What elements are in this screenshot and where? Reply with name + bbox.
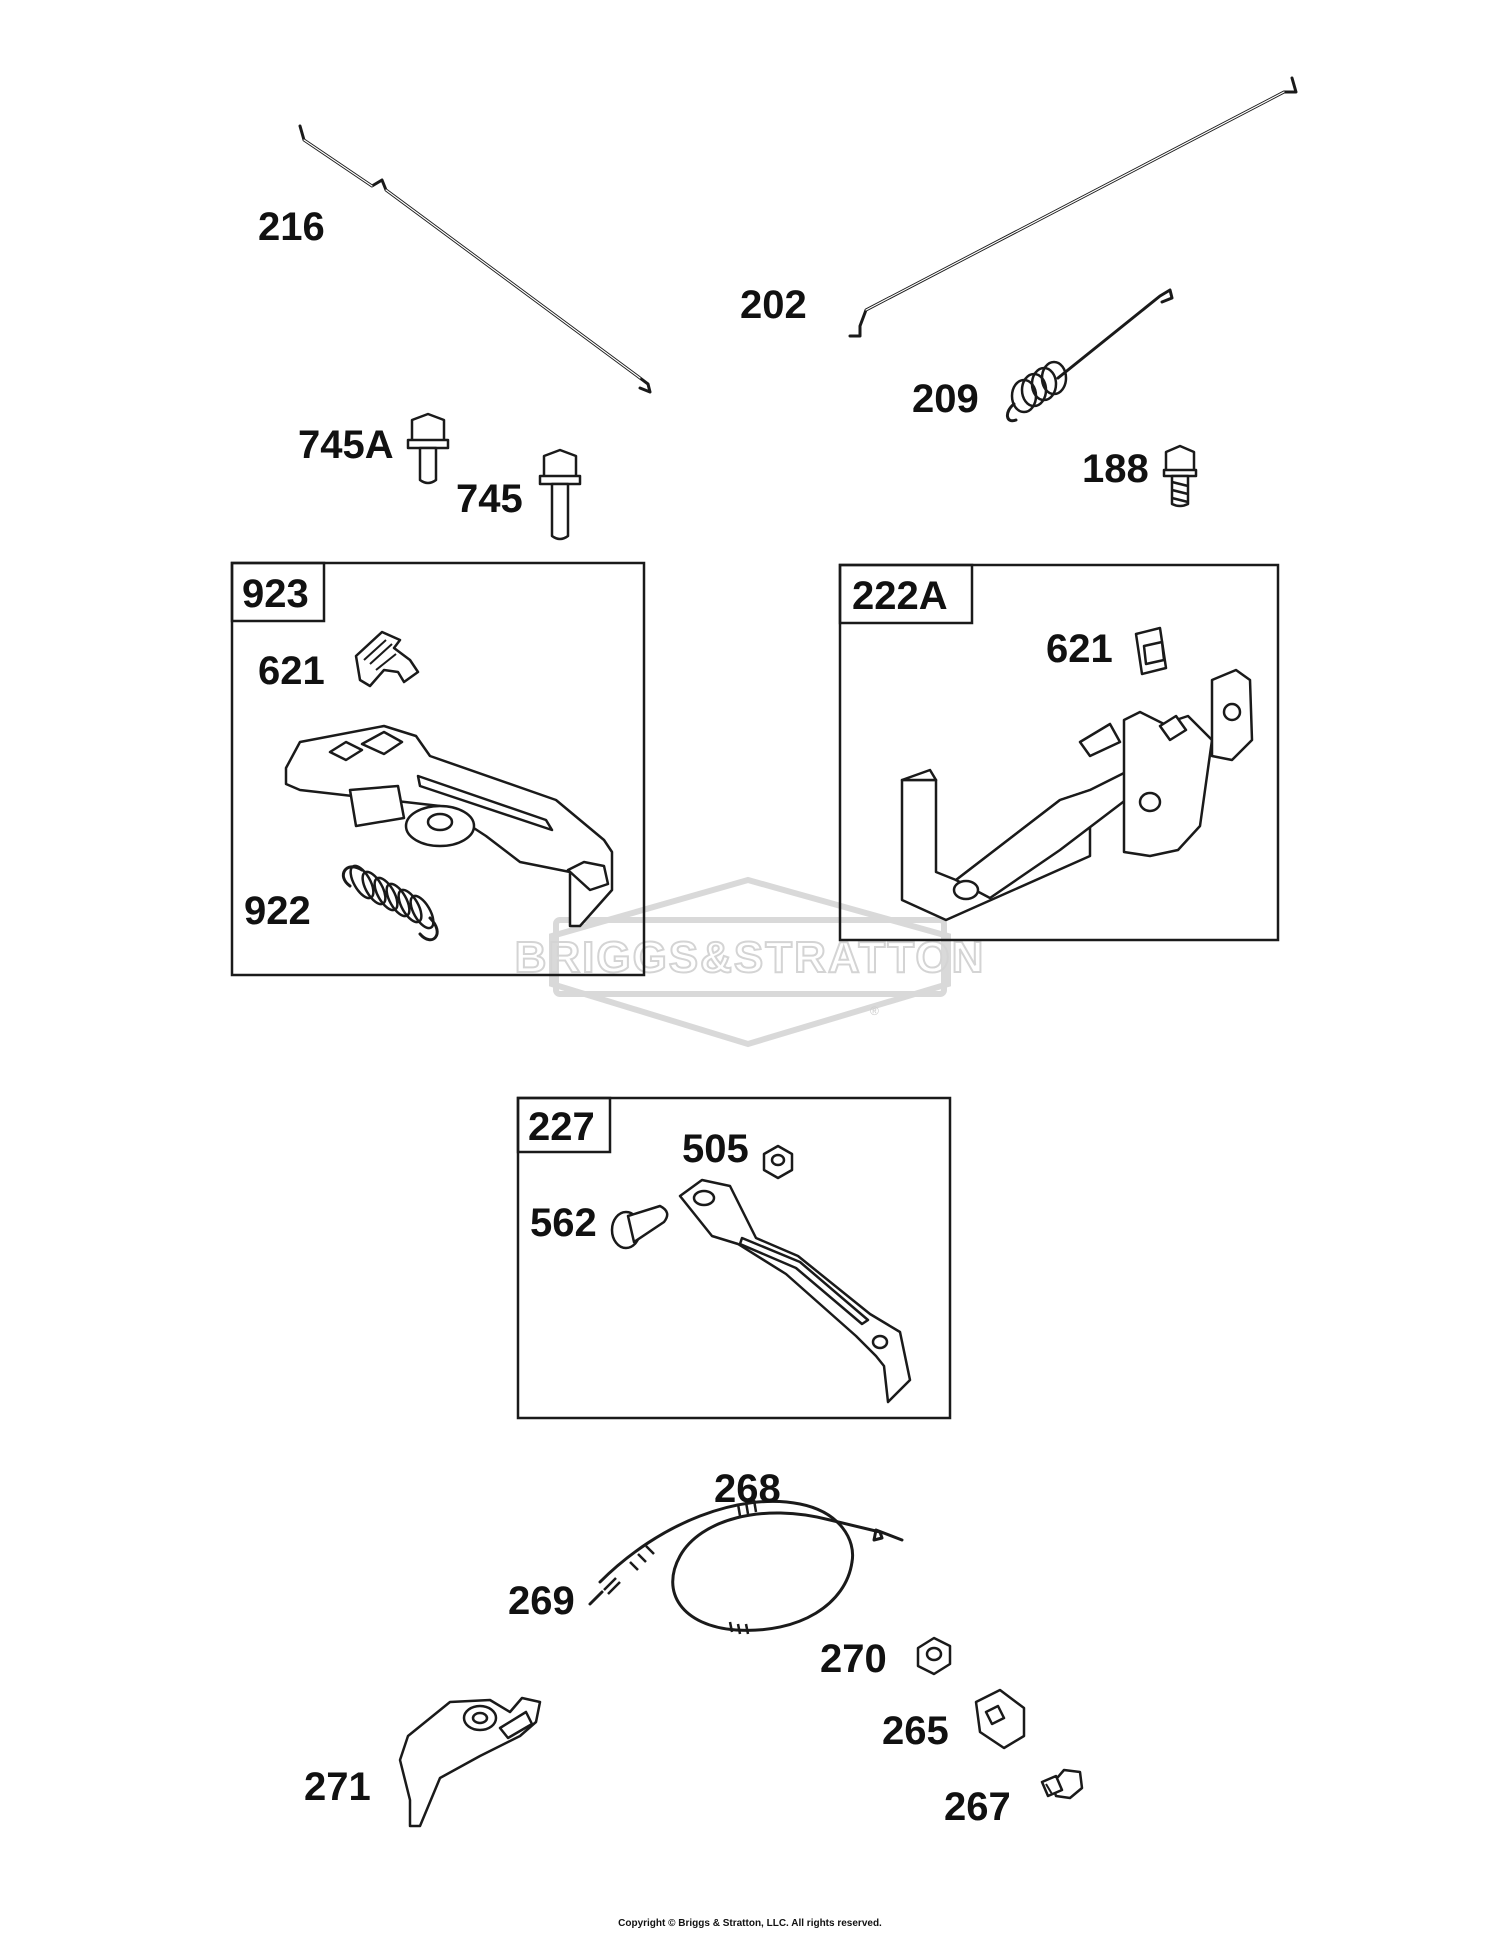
part-269-cable-end[interactable] (588, 1577, 621, 1606)
kit-label-227: 227 (528, 1105, 595, 1149)
kit-label-923: 923 (242, 572, 309, 616)
part-621-cable-clip[interactable] (354, 630, 420, 688)
copyright-notice: Copyright © Briggs & Stratton, LLC. All … (618, 1918, 882, 1929)
part-562-pin[interactable] (610, 1204, 669, 1250)
label-505: 505 (682, 1127, 749, 1171)
part-governor-control-bracket[interactable] (284, 724, 614, 928)
label-209: 209 (912, 377, 979, 421)
part-188-screw[interactable] (1162, 444, 1198, 508)
label-202: 202 (740, 283, 807, 327)
part-265-cable-clamp[interactable] (974, 1688, 1026, 1750)
label-265: 265 (882, 1709, 949, 1753)
part-505-nut[interactable] (762, 1144, 794, 1180)
part-621-cable-clamp[interactable] (1134, 626, 1168, 676)
part-267-screw[interactable] (1040, 1768, 1084, 1800)
part-922-extension-spring[interactable] (341, 862, 439, 942)
label-745A: 745A (298, 423, 394, 467)
kit-222A-frame (838, 563, 1280, 942)
label-745: 745 (456, 477, 523, 521)
label-621-kit222A: 621 (1046, 627, 1113, 671)
part-271-throttle-bracket[interactable] (398, 1696, 542, 1828)
part-270-nut[interactable] (916, 1636, 952, 1676)
kit-923-frame (230, 561, 646, 977)
part-202-throttle-link[interactable] (848, 76, 1298, 338)
label-922: 922 (244, 889, 311, 933)
label-216: 216 (258, 205, 325, 249)
part-control-plate-assembly[interactable] (900, 668, 1254, 922)
label-188: 188 (1082, 447, 1149, 491)
part-control-lever[interactable] (678, 1178, 912, 1404)
part-745A-screw[interactable] (406, 412, 450, 485)
label-268: 268 (714, 1467, 781, 1511)
label-270: 270 (820, 1637, 887, 1681)
label-271: 271 (304, 1765, 371, 1809)
kit-227-frame (516, 1096, 952, 1420)
kit-label-222A: 222A (852, 574, 948, 618)
part-209-governor-spring[interactable] (1006, 288, 1174, 423)
part-268-throttle-cable[interactable] (598, 1499, 904, 1635)
watermark-registered-mark: ® (870, 1004, 879, 1018)
label-562: 562 (530, 1201, 597, 1245)
label-267: 267 (944, 1785, 1011, 1829)
part-216-governor-link[interactable] (298, 124, 652, 394)
part-745-screw[interactable] (538, 448, 582, 541)
label-269: 269 (508, 1579, 575, 1623)
label-621-kit923: 621 (258, 649, 325, 693)
